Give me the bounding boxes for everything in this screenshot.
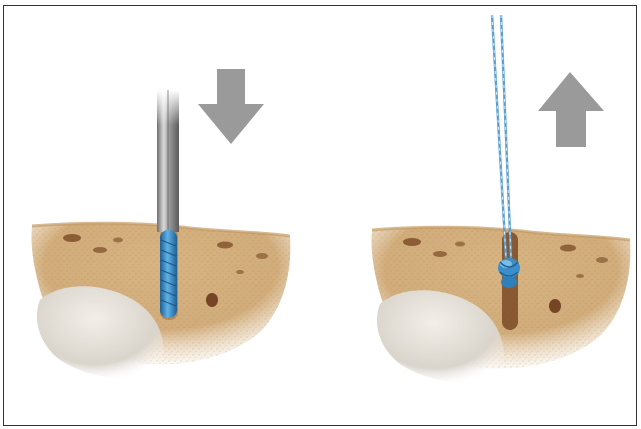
inserter-shaft [157, 90, 179, 232]
arrow-down-icon [198, 69, 264, 144]
panel-deployment [371, 15, 630, 383]
suture-anchor [160, 230, 177, 318]
panel-insertion [31, 69, 290, 379]
arrow-up-icon [538, 72, 604, 147]
deployed-anchor [498, 258, 520, 288]
suture-strands [492, 15, 511, 258]
